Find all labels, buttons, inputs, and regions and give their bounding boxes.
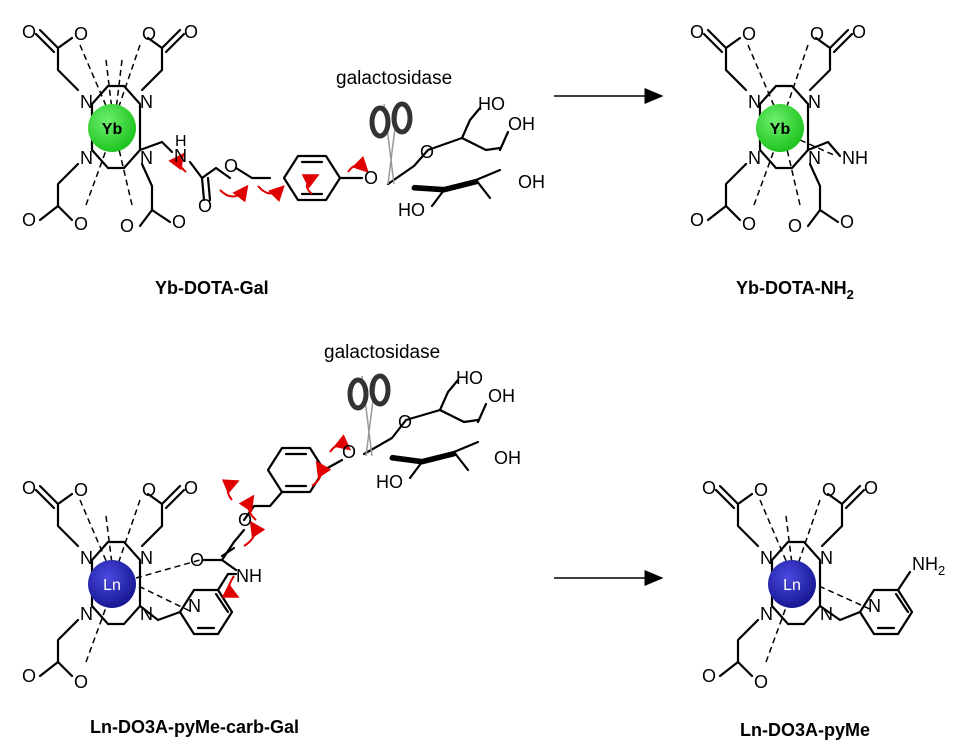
atom-o: O (22, 210, 36, 230)
atom-ho: HO (478, 94, 505, 114)
atom-o: O (22, 22, 36, 42)
atom-o: O (702, 478, 716, 498)
atom-o: O (224, 156, 238, 176)
atom-oh: OH (494, 448, 521, 468)
atom-n: N (808, 92, 821, 112)
atom-o: O (74, 214, 88, 234)
atom-n: N (748, 148, 761, 168)
atom-ho: HO (376, 472, 403, 492)
atom-n: N (140, 548, 153, 568)
atom-h: H (175, 133, 187, 150)
ln-do3a-pyme-carb-gal-molecule: O O O O N N N N O O N NH O O O O HO OH O… (22, 342, 521, 692)
atom-oh: OH (508, 114, 535, 134)
atom-n: N (80, 604, 93, 624)
scissors-icon (347, 373, 391, 457)
atom-oh: OH (518, 172, 545, 192)
atom-o: O (184, 478, 198, 498)
metal-label-ln: Ln (783, 577, 801, 594)
atom-n: N (868, 596, 881, 616)
atom-o: O (852, 22, 866, 42)
atom-o: O (364, 168, 378, 188)
atom-n: N (820, 604, 833, 624)
metal-label-yb: Yb (102, 121, 123, 138)
atom-o: O (810, 24, 824, 44)
atom-n: N (80, 148, 93, 168)
atom-o: O (142, 480, 156, 500)
atom-n: N (140, 604, 153, 624)
yb-dota-nh2-molecule: O O O O N N N N NH O O O O Yb (690, 22, 868, 236)
atom-oh: OH (488, 386, 515, 406)
atom-n: N (140, 92, 153, 112)
atom-o: O (754, 672, 768, 692)
caption-ln-do3a-pyme: Ln-DO3A-pyMe (740, 720, 870, 740)
atom-ho: HO (398, 200, 425, 220)
atom-n: N (820, 548, 833, 568)
atom-o: O (398, 412, 412, 432)
caption-yb-dota-gal: Yb-DOTA-Gal (155, 278, 269, 298)
atom-n: N (188, 596, 201, 616)
ln-metal-ion (768, 560, 816, 608)
yb-metal-ion (88, 104, 136, 152)
yb-dota-gal-molecule: O O O O N N N N O O O O N H O O O O HO O… (22, 22, 545, 236)
atom-n: N (748, 92, 761, 112)
atom-n: N (760, 548, 773, 568)
metal-label-yb: Yb (770, 121, 791, 138)
atom-o: O (788, 216, 802, 236)
atom-o: O (190, 550, 204, 570)
atom-o: O (22, 478, 36, 498)
atom-n: N (808, 148, 821, 168)
atom-o: O (754, 480, 768, 500)
atom-n: N (80, 548, 93, 568)
atom-o: O (120, 216, 134, 236)
ln-do3a-pyme-molecule: O O O O N N N N N NH2 O O Ln (702, 478, 945, 692)
ln-metal-ion (88, 560, 136, 608)
atom-nh: NH (842, 148, 868, 168)
caption-ln-do3a-pyme-carb-gal: Ln-DO3A-pyMe-carb-Gal (90, 717, 299, 737)
atom-o: O (198, 196, 212, 216)
atom-nh2: NH2 (912, 554, 945, 578)
atom-o: O (742, 24, 756, 44)
atom-o: O (142, 24, 156, 44)
atom-o: O (702, 666, 716, 686)
atom-o: O (172, 212, 186, 232)
atom-n: N (760, 604, 773, 624)
atom-o: O (74, 24, 88, 44)
atom-o: O (74, 480, 88, 500)
atom-o: O (690, 210, 704, 230)
atom-o: O (742, 214, 756, 234)
atom-ho: HO (456, 368, 483, 388)
enzyme-label: galactosidase (336, 68, 452, 89)
enzyme-label: galactosidase (324, 342, 440, 363)
atom-o: O (238, 510, 252, 530)
metal-label-ln: Ln (103, 577, 121, 594)
atom-nh: NH (236, 566, 262, 586)
atom-o: O (184, 22, 198, 42)
atom-n: N (174, 146, 187, 166)
atom-o: O (342, 442, 356, 462)
atom-o: O (840, 212, 854, 232)
atom-o: O (420, 142, 434, 162)
atom-o: O (22, 666, 36, 686)
yb-metal-ion (756, 104, 804, 152)
atom-o: O (74, 672, 88, 692)
atom-n: N (80, 92, 93, 112)
atom-o: O (822, 480, 836, 500)
atom-o: O (690, 22, 704, 42)
scissors-icon (369, 101, 413, 185)
atom-o: O (864, 478, 878, 498)
atom-n: N (140, 148, 153, 168)
caption-yb-dota-nh2: Yb-DOTA-NH2 (736, 278, 854, 302)
